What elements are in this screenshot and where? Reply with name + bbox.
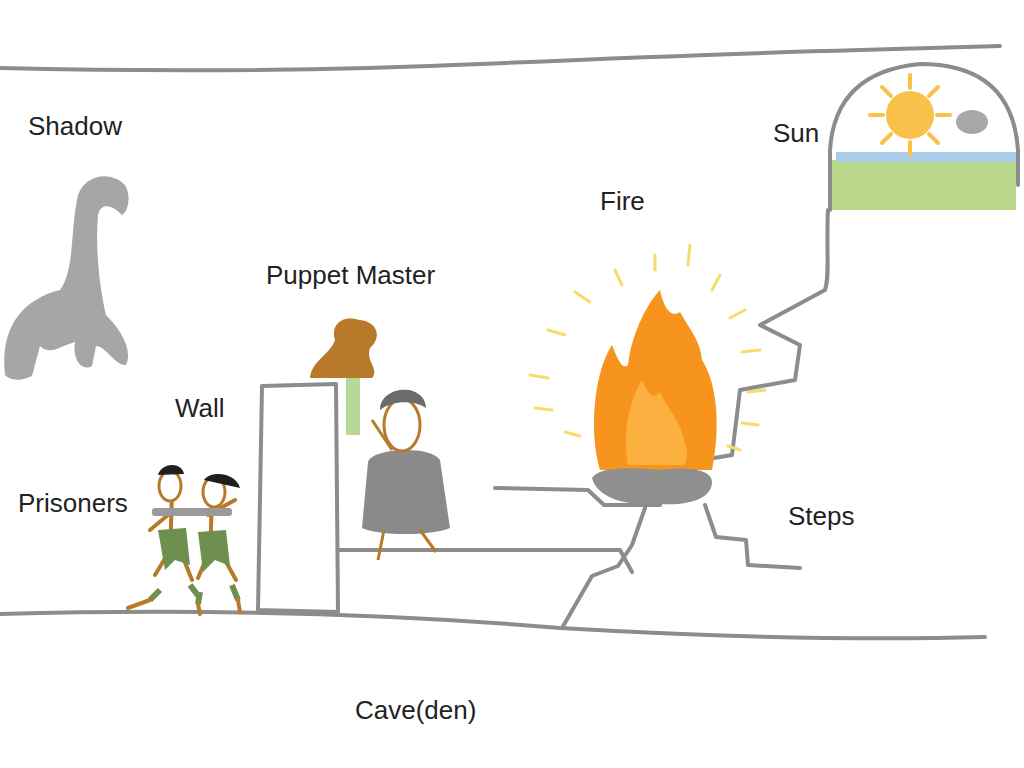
- cave-label: Cave(den): [355, 695, 476, 725]
- steps-label: Steps: [788, 501, 855, 531]
- puppet-master-label: Puppet Master: [266, 260, 435, 290]
- fire-label: Fire: [600, 186, 645, 216]
- steps: [562, 508, 645, 628]
- steps: [705, 505, 800, 568]
- fire: [530, 245, 765, 504]
- cave-floor: [0, 612, 985, 638]
- water: [836, 152, 1016, 162]
- sun-label: Sun: [773, 118, 819, 148]
- prisoners: [128, 465, 240, 614]
- shadow-label: Shadow: [28, 111, 122, 141]
- shadow: [4, 176, 128, 379]
- wall-label: Wall: [175, 393, 225, 423]
- rock: [956, 110, 988, 134]
- grass: [832, 160, 1016, 210]
- cave-exit: [830, 64, 1018, 210]
- puppet-master: [310, 318, 450, 560]
- wall: [258, 384, 338, 612]
- prisoners-label: Prisoners: [18, 488, 128, 518]
- platform: [338, 550, 632, 572]
- sun: [870, 75, 950, 155]
- cave-ceiling: [0, 46, 1000, 70]
